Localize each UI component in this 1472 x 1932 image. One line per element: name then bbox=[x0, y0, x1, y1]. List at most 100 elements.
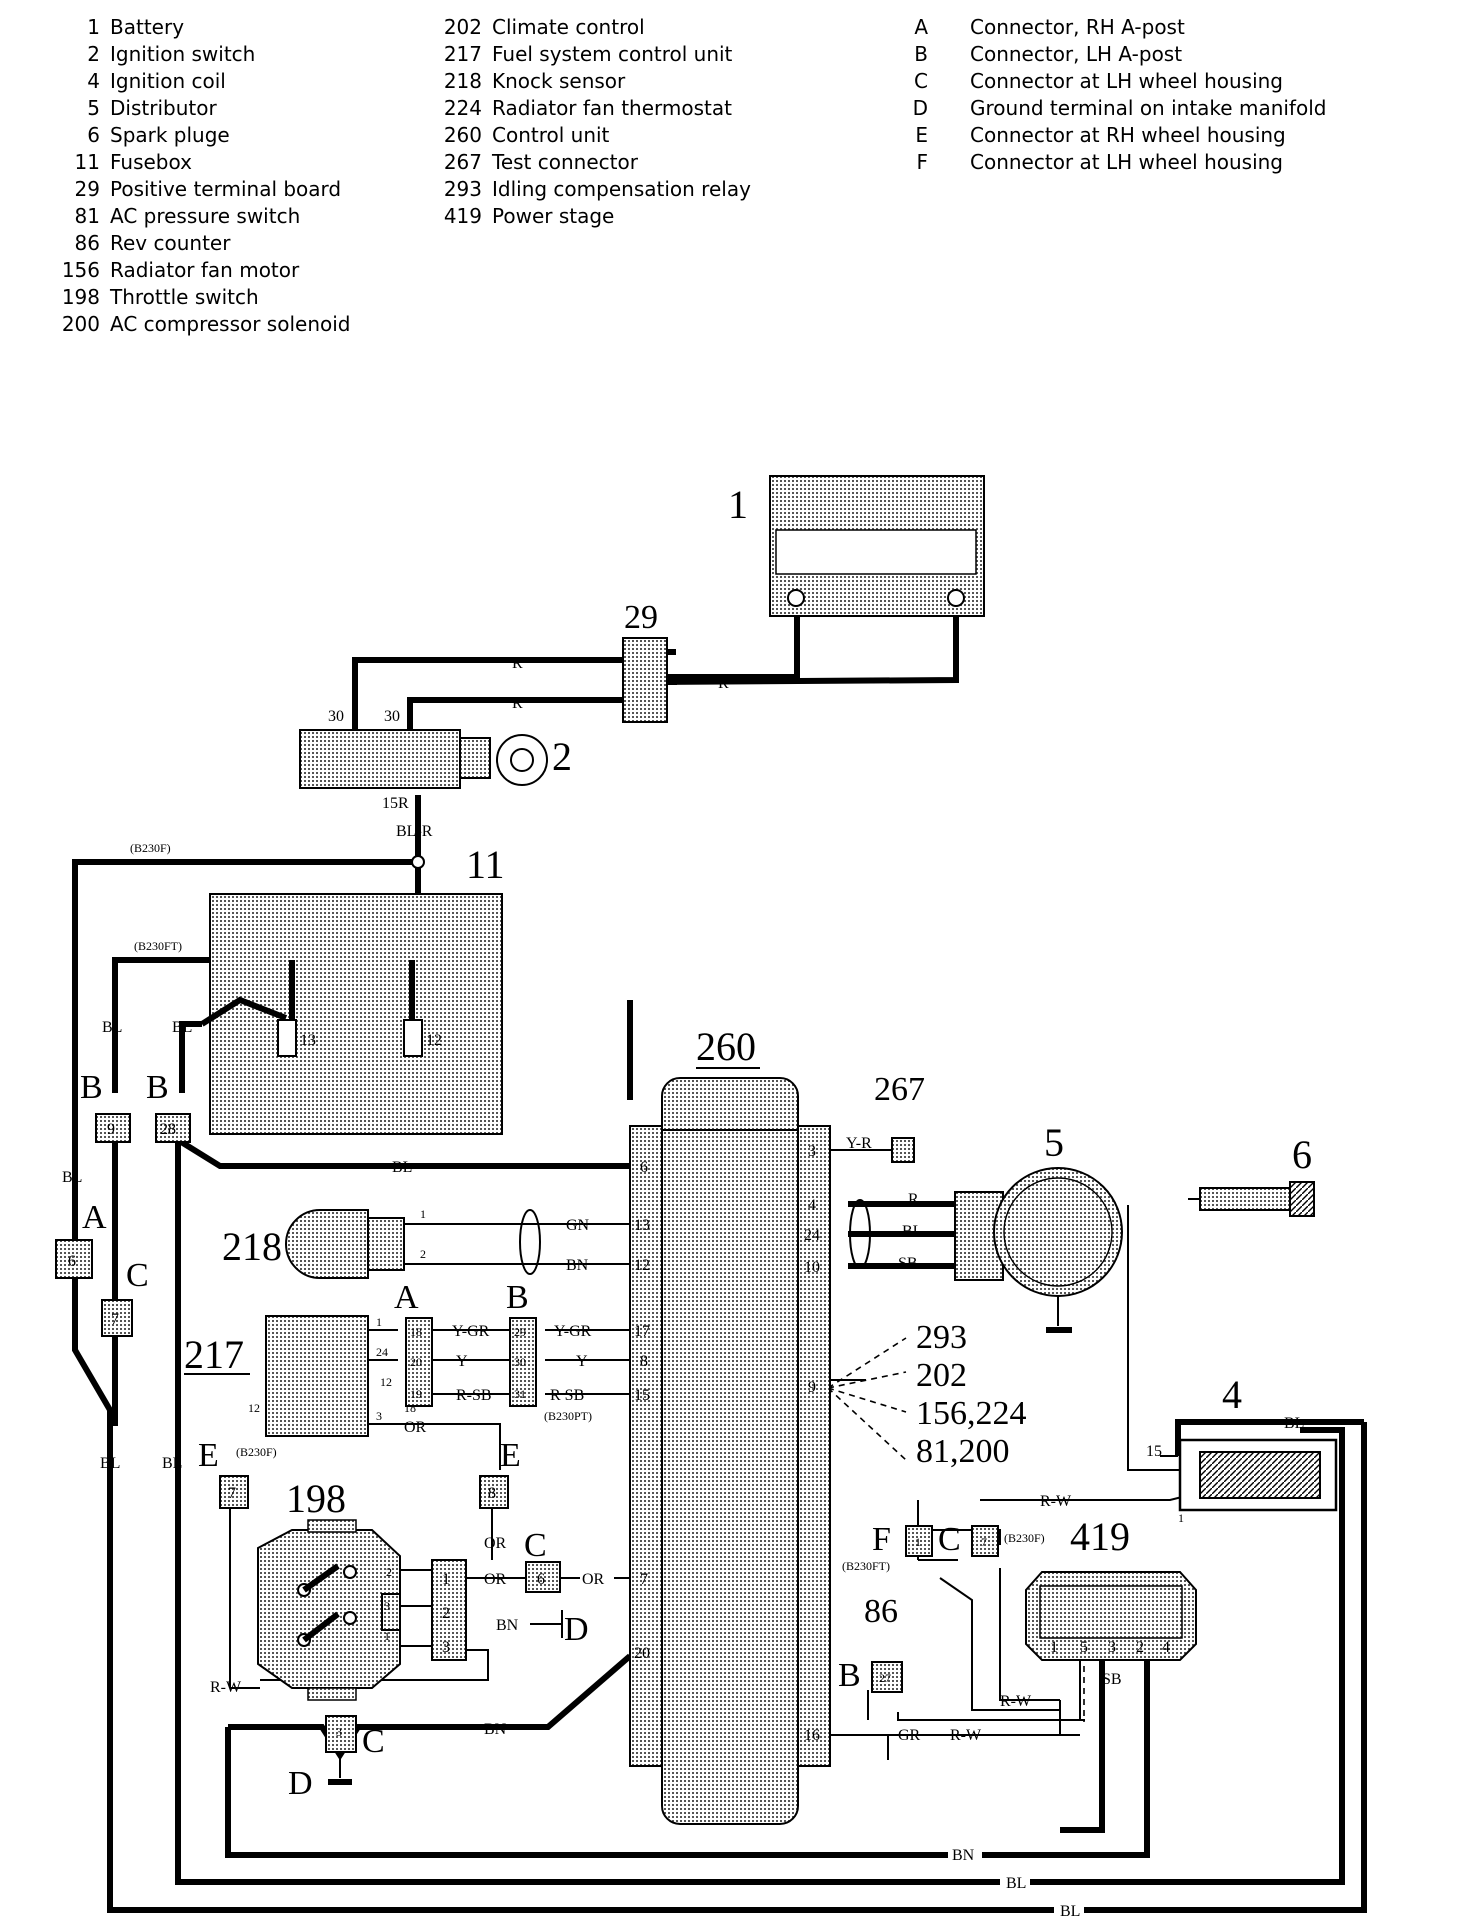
wire-label: BN bbox=[496, 1617, 519, 1634]
wire-label: BL bbox=[1006, 1875, 1026, 1892]
pin-label: 13 bbox=[300, 1032, 316, 1049]
ref-label: 293 bbox=[916, 1319, 967, 1356]
wire-label: R-W bbox=[210, 1679, 242, 1696]
pin-label: 5 bbox=[1080, 1639, 1088, 1656]
connector-label-b: B bbox=[838, 1657, 861, 1694]
pin-label: 9 bbox=[808, 1379, 816, 1396]
wire-label: Y-GR bbox=[554, 1323, 592, 1340]
wire-label: OR bbox=[484, 1535, 507, 1552]
wire-label: BL bbox=[392, 1159, 412, 1176]
pin-label: 7 bbox=[640, 1571, 648, 1588]
label-fusebox: 11 bbox=[466, 842, 505, 887]
ground-connector: 3 C D bbox=[288, 1715, 385, 1802]
wire-label: R bbox=[718, 675, 729, 692]
pin-label: 1 bbox=[376, 1315, 382, 1329]
pin-label: 7 bbox=[111, 1311, 119, 1328]
pin-label: 4 bbox=[1162, 1639, 1170, 1656]
wire-label: SB bbox=[898, 1255, 918, 1272]
power-stage-area: F 1 C 7 (B230F) (B230FT) 86 B 27 R-W R-W… bbox=[838, 1514, 1197, 1744]
label-rev-counter: 86 bbox=[864, 1593, 898, 1630]
pin-label: 16 bbox=[804, 1727, 820, 1744]
pin-label: 7 bbox=[228, 1485, 236, 1502]
wire-label: BN bbox=[566, 1257, 589, 1274]
label-power-stage: 419 bbox=[1070, 1514, 1130, 1559]
connector-label-c: C bbox=[938, 1521, 961, 1558]
connector-label-e: E bbox=[198, 1437, 219, 1474]
pin-label: 30 bbox=[384, 708, 400, 725]
pin-label: 13 bbox=[634, 1217, 650, 1234]
connector-b-group: B 29 30 31 Y-GR Y R SB (B230PT) bbox=[506, 1279, 592, 1423]
pin-label: 12 bbox=[248, 1401, 260, 1415]
pin-label: 19 bbox=[410, 1387, 422, 1401]
label-fuel-unit: 217 bbox=[184, 1332, 244, 1377]
connector-label-c: C bbox=[524, 1527, 547, 1564]
wire-label: R SB bbox=[550, 1387, 584, 1404]
pin-label: 3 bbox=[336, 1725, 342, 1739]
fuel-system-control-unit: 217 1 24 12 18 3 12 OR bbox=[184, 1315, 427, 1437]
pin-label: 31 bbox=[514, 1387, 526, 1401]
connector-label-e: E bbox=[500, 1437, 521, 1474]
wire-label: Y-GR bbox=[452, 1323, 490, 1340]
wire-label: R-W bbox=[950, 1727, 982, 1744]
pin-label: 7 bbox=[981, 1535, 987, 1549]
pin-label: 10 bbox=[804, 1259, 820, 1276]
label-test-connector: 267 bbox=[874, 1071, 925, 1108]
wire-label: BL bbox=[102, 1019, 122, 1036]
wire-label: R bbox=[908, 1191, 919, 1208]
pin-label: 24 bbox=[376, 1345, 388, 1359]
wire-label: BL bbox=[62, 1169, 82, 1186]
connector-label-f: F bbox=[872, 1521, 891, 1558]
wire-label: OR bbox=[404, 1419, 427, 1436]
pin-label: 30 bbox=[514, 1355, 526, 1369]
wire-label: R bbox=[512, 655, 523, 672]
pin-label: 2 bbox=[420, 1247, 426, 1261]
connector-label-d: D bbox=[564, 1611, 589, 1648]
spark-plug: 6 bbox=[1188, 1132, 1315, 1217]
wire-label: SB bbox=[1102, 1671, 1122, 1688]
variant-label: (B230PT) bbox=[544, 1409, 592, 1423]
label-distributor: 5 bbox=[1044, 1120, 1064, 1165]
variant-label: (B230F) bbox=[1004, 1531, 1045, 1545]
wire-label: R-W bbox=[1040, 1493, 1072, 1510]
pin-label: 2 bbox=[1136, 1639, 1144, 1656]
wire-label: BL bbox=[1060, 1903, 1080, 1920]
pin-label: 15 bbox=[634, 1387, 650, 1404]
wire-label: Y bbox=[456, 1353, 468, 1370]
pin-label: 3 bbox=[1108, 1639, 1116, 1656]
pin-label: 1 bbox=[442, 1571, 450, 1588]
pin-label: 30 bbox=[328, 708, 344, 725]
wire-label: BL-R bbox=[396, 823, 433, 840]
label-control-unit: 260 bbox=[696, 1024, 756, 1069]
wire-label: R-W bbox=[1000, 1693, 1032, 1710]
variant-label: (B230FT) bbox=[134, 939, 182, 953]
connector-label-a: A bbox=[394, 1279, 419, 1316]
connector-a-group: A 18 20 19 Y-GR Y R-SB bbox=[394, 1279, 492, 1407]
label-board: 29 bbox=[624, 599, 658, 636]
wire-label: GN bbox=[566, 1217, 590, 1234]
pin-label: 18 bbox=[410, 1325, 422, 1339]
pin-label: 15R bbox=[382, 795, 409, 812]
connector-label-d: D bbox=[288, 1765, 313, 1802]
